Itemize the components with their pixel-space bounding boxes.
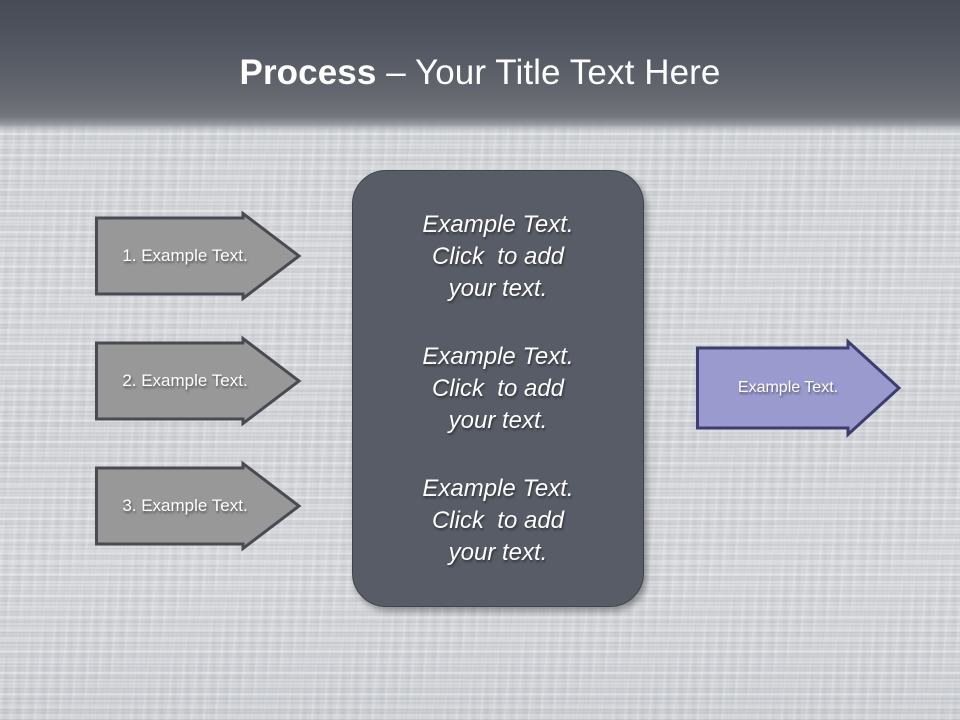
- step-arrow-2-shape: [95, 335, 302, 427]
- detail-block-2: Example Text. Click to add your text.: [353, 341, 643, 437]
- page-title: Process – Your Title Text Here: [0, 52, 960, 94]
- step-arrow-3[interactable]: 3. Example Text.: [95, 460, 302, 552]
- detail-block-1-line2: Click to add: [431, 242, 565, 270]
- detail-block-3-line2: Click to add: [431, 506, 565, 534]
- page-title-rest: – Your Title Text Here: [376, 53, 721, 92]
- title-band: [0, 0, 960, 132]
- result-arrow[interactable]: Example Text.: [696, 338, 902, 438]
- step-arrow-3-shape: [95, 460, 302, 552]
- result-arrow-shape: [696, 338, 902, 438]
- detail-block-3: Example Text. Click to add your text.: [353, 473, 643, 569]
- detail-block-3-line3: your text.: [448, 538, 548, 566]
- detail-block-1: Example Text. Click to add your text.: [353, 209, 643, 305]
- detail-block-2-line1: Example Text.: [422, 342, 574, 370]
- step-arrow-1[interactable]: 1. Example Text.: [95, 210, 302, 302]
- process-detail-panel[interactable]: Example Text. Click to add your text. Ex…: [352, 170, 644, 607]
- detail-block-1-line3: your text.: [448, 274, 548, 302]
- detail-block-2-line2: Click to add: [431, 374, 565, 402]
- step-arrow-2[interactable]: 2. Example Text.: [95, 335, 302, 427]
- detail-block-3-line1: Example Text.: [422, 474, 574, 502]
- detail-block-1-line1: Example Text.: [422, 210, 574, 238]
- step-arrow-1-shape: [95, 210, 302, 302]
- page-title-strong: Process: [239, 53, 377, 92]
- detail-block-2-line3: your text.: [448, 406, 548, 434]
